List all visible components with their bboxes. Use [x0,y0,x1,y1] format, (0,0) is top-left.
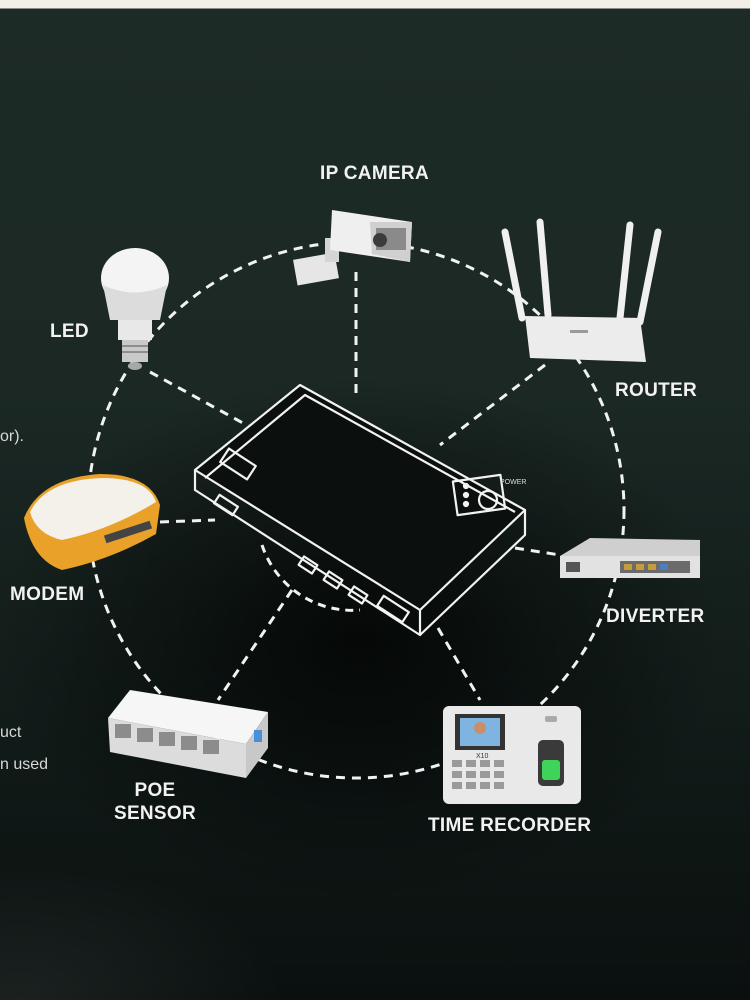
edge-text-2: uct [0,724,22,741]
spoke-modem [159,518,216,524]
ups-model-text: POWER [500,479,526,486]
inner-arc [260,544,361,612]
ring-connection [86,240,626,780]
spoke-poe [216,589,294,701]
diverter-device [560,538,700,578]
time-recorder-device [443,706,581,804]
edge-text-3: n used [0,756,49,773]
spoke-time-recorder [436,627,482,701]
label-poe-sensor: POE SENSOR [110,779,200,825]
label-modem: MODEM [10,584,85,605]
led-bulb-device [101,248,169,370]
label-poe: POE [134,780,176,801]
ip-camera-device [293,210,412,286]
label-led: LED [50,321,89,342]
label-time-recorder: TIME RECORDER [428,815,592,836]
router-device [501,218,662,362]
label-diverter: DIVERTER [606,606,705,627]
spoke-router [439,363,546,447]
label-sensor: SENSOR [113,803,197,824]
time-recorder-model-text: X10 [476,753,489,760]
spoke-led [149,370,253,430]
edge-text-1: or). [0,428,24,445]
label-ip-camera: IP CAMERA [320,163,429,184]
mini-ups-device [193,383,527,637]
modem-device [24,474,160,570]
label-router: ROUTER [615,380,698,401]
spoke-diverter [514,546,561,557]
poe-switch-device [108,690,268,778]
